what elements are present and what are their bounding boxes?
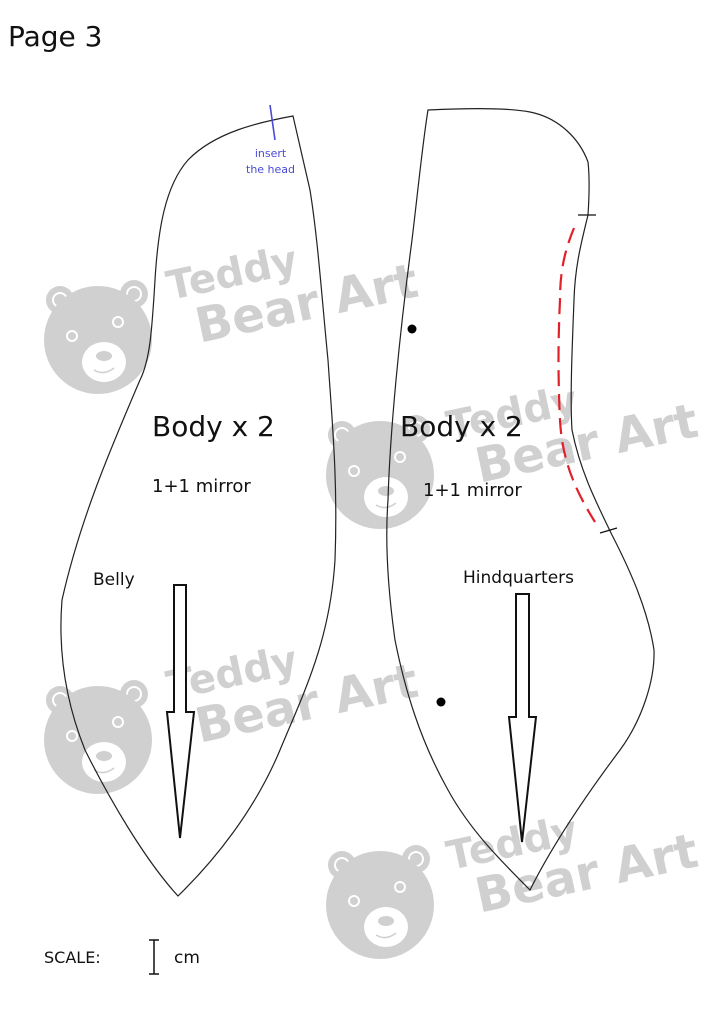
scale-unit: cm <box>174 948 200 968</box>
watermark-bear-3: Teddy Bear Art <box>43 637 423 795</box>
right-piece-region-label: Hindquarters <box>463 568 575 588</box>
grainline-arrow-right <box>507 593 538 843</box>
notch-mark-bottom <box>599 527 618 534</box>
scale-bar-icon <box>149 939 159 975</box>
left-piece-region-label: Belly <box>93 570 135 590</box>
page-title: Page 3 <box>8 20 103 53</box>
grainline-arrow-left <box>165 584 196 839</box>
left-piece-title: Body x 2 <box>152 410 275 443</box>
insert-head-mark <box>269 104 276 141</box>
right-body-outline <box>386 108 655 892</box>
opening-dashed-line <box>557 227 596 523</box>
watermark-bear-1: Teddy Bear Art <box>43 237 423 395</box>
right-piece-instruction: 1+1 mirror <box>423 480 522 501</box>
note-line-1: insert <box>254 147 287 160</box>
left-body-outline <box>60 115 337 897</box>
placement-dot-lower <box>436 697 446 707</box>
left-piece-instruction: 1+1 mirror <box>152 476 251 497</box>
right-piece-title: Body x 2 <box>400 410 523 443</box>
note-line-2: the head <box>246 163 296 176</box>
watermark-bear-4: Teddy Bear Art <box>325 807 703 960</box>
placement-dot-upper <box>407 324 417 334</box>
scale-label: SCALE: <box>44 948 101 967</box>
insert-head-note: insert the head <box>246 146 295 178</box>
